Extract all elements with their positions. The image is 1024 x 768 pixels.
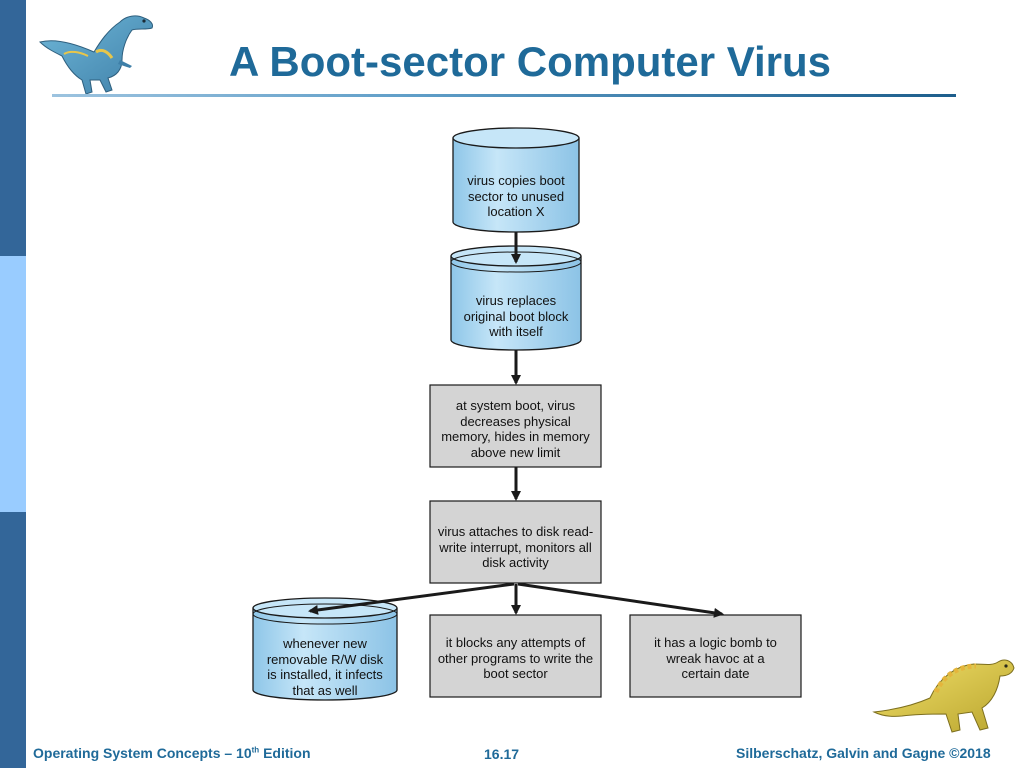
node-line: certain date (681, 666, 750, 681)
node-line: disk activity (482, 555, 549, 570)
box-decrease-memory (429, 384, 602, 468)
node-replace-boot-text: virus replaces original boot block with … (451, 293, 581, 340)
node-infect-disk-text: whenever new removable R/W disk is insta… (253, 636, 397, 698)
dinosaur-bottom-right-icon (872, 659, 1015, 733)
cylinder-replace-boot (450, 245, 582, 351)
node-line: wreak havoc at a (666, 650, 765, 666)
sidebar-segment-light (0, 256, 26, 512)
node-line: virus attaches to disk read- (437, 524, 594, 539)
node-line: memory, hides in memory (441, 429, 590, 444)
node-line: virus copies boot (467, 173, 565, 188)
node-copy-boot-text: virus copies boot sector to unused locat… (453, 173, 579, 220)
cylinder-copy-boot (452, 127, 580, 233)
title-divider (52, 94, 956, 97)
node-block-writes-text: it blocks any attempts of other programs… (430, 635, 601, 682)
node-line: whenever new (283, 636, 367, 651)
sidebar-segment-dark-bottom (0, 512, 26, 768)
node-line: sector to unused (467, 188, 565, 204)
node-line: above new limit (470, 444, 561, 460)
node-logic-bomb-text: it has a logic bomb to wreak havoc at a … (630, 635, 801, 682)
footer-book-text: Operating System Concepts – 10 (33, 745, 252, 761)
node-line: location X (487, 204, 545, 219)
node-decrease-memory-text: at system boot, virus decreases physical… (430, 398, 601, 460)
node-attach-interrupt-text: virus attaches to disk read- write inter… (430, 524, 601, 571)
box-logic-bomb (629, 614, 802, 698)
slide-title: A Boot-sector Computer Virus (228, 38, 832, 85)
node-line: write interrupt, monitors all (439, 539, 592, 555)
node-line: removable R/W disk (266, 651, 384, 667)
arrow-interrupt-to-infect (308, 582, 515, 615)
node-line: at system boot, virus (455, 398, 576, 413)
node-line: that as well (292, 682, 358, 698)
node-line: decreases physical (460, 413, 571, 429)
node-line: it has a logic bomb to (654, 635, 777, 650)
node-line: original boot block (463, 308, 569, 324)
node-line: with itself (489, 324, 543, 339)
footer-authors: Silberschatz, Galvin and Gagne ©2018 (736, 745, 991, 761)
arrow-interrupt-to-bomb (517, 582, 724, 618)
footer-book-sup: th (251, 745, 260, 755)
dinosaur-top-left-icon (39, 15, 153, 95)
sidebar-segment-dark-top (0, 0, 26, 256)
footer-book-suffix: Edition (259, 745, 311, 761)
node-line: boot sector (483, 666, 548, 681)
footer-page-number: 16.17 (484, 746, 520, 762)
left-sidebar (0, 0, 26, 768)
node-line: virus replaces (475, 293, 557, 308)
box-block-writes (429, 614, 602, 698)
node-line: is installed, it infects (267, 667, 383, 682)
node-line: it blocks any attempts of (445, 635, 586, 650)
box-attach-interrupt (429, 500, 602, 584)
footer-book-title: Operating System Concepts – 10th Edition (33, 745, 311, 761)
node-line: other programs to write the (437, 650, 594, 666)
